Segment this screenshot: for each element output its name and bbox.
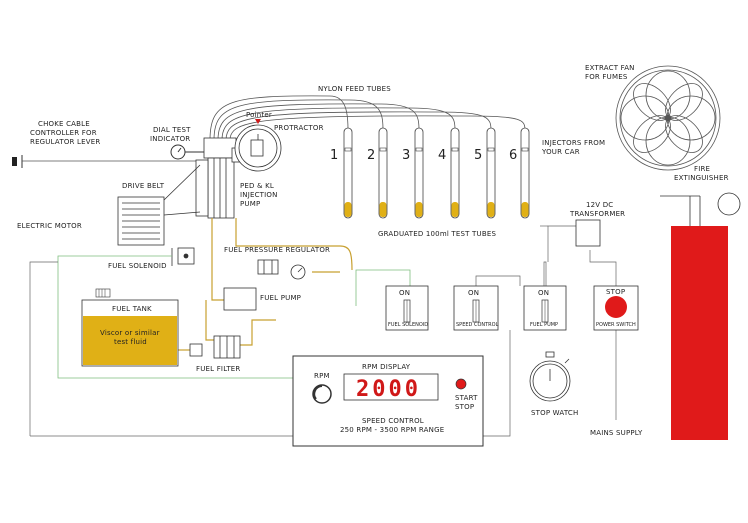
drive-belt-label: DRIVE BELT <box>122 182 165 190</box>
protractor-label: PROTRACTOR <box>274 124 324 132</box>
rpm-value: 2000 <box>356 377 421 402</box>
fuel-tank-label: FUEL TANK <box>112 305 152 313</box>
pressure-regulator-label: FUEL PRESSURE REGULATOR <box>224 246 330 254</box>
pressure-regulator-icon <box>257 259 306 280</box>
transformer-label-1: 12V DC <box>586 201 613 209</box>
test-tube-5 <box>486 127 496 219</box>
stop-label: STOP <box>455 403 474 411</box>
protractor-icon <box>234 124 282 172</box>
switch-fuel-solenoid-label: FUEL SOLENOID <box>388 322 428 328</box>
fuel-tank <box>81 288 179 367</box>
stop-button-label: STOP <box>606 288 625 296</box>
choke-cable-label-2: CONTROLLER FOR <box>30 129 97 137</box>
fuel-pump-label: FUEL PUMP <box>260 294 301 302</box>
electric-motor-label: ELECTRIC MOTOR <box>17 222 82 230</box>
drive-belt <box>163 164 201 216</box>
start-label: START <box>455 394 478 402</box>
fuel-filter-label: FUEL FILTER <box>196 365 241 373</box>
test-tube-2 <box>378 127 388 219</box>
extract-fan-label-1: EXTRACT FAN <box>585 64 635 72</box>
rpm-knob-icon[interactable] <box>312 384 332 404</box>
switch-speed-control-state: ON <box>468 289 479 297</box>
dial-test-label-1: DIAL TEST <box>153 126 191 134</box>
dial-test-label-2: INDICATOR <box>150 135 190 143</box>
switch-fuel-solenoid[interactable] <box>385 285 429 331</box>
stop-watch-icon <box>529 351 571 402</box>
tube-number-3: 3 <box>402 148 410 163</box>
tube-number-5: 5 <box>474 148 482 163</box>
fuel-solenoid-label: FUEL SOLENOID <box>108 262 167 270</box>
switch-speed-control-label: SPEED CONTROL <box>456 322 499 328</box>
tube-number-2: 2 <box>367 148 375 163</box>
nylon-feed-label: NYLON FEED TUBES <box>318 85 391 93</box>
fuel-solenoid-icon <box>171 247 195 266</box>
power-switch-label: POWER SWITCH <box>596 322 636 328</box>
test-tube-4 <box>450 127 460 219</box>
fire-ext-label-1: FIRE <box>694 165 710 173</box>
power-switch[interactable] <box>593 285 639 331</box>
speed-range-label: 250 RPM - 3500 RPM RANGE <box>340 426 444 434</box>
pump-label-1: PED & KL <box>240 182 274 190</box>
switch-fuel-pump-state: ON <box>538 289 549 297</box>
tube-number-1: 1 <box>330 148 338 163</box>
nylon-feed-tubes <box>209 95 526 141</box>
test-tube-6 <box>520 127 530 219</box>
electric-motor-icon <box>117 196 165 246</box>
pump-label-2: INJECTION <box>240 191 278 199</box>
test-tubes-label: GRADUATED 100ml TEST TUBES <box>378 230 496 238</box>
tube-numbers: 1 2 3 4 5 6 <box>330 148 517 163</box>
extract-fan-label-2: FOR FUMES <box>585 73 628 81</box>
tube-number-6: 6 <box>509 148 517 163</box>
switch-fuel-pump-label: FUEL PUMP <box>530 322 558 328</box>
stop-button-icon[interactable] <box>605 296 627 318</box>
start-stop-button[interactable] <box>455 378 467 390</box>
switch-fuel-pump[interactable] <box>523 285 567 331</box>
transformer-icon <box>575 219 601 247</box>
mains-supply-label: MAINS SUPPLY <box>590 429 643 437</box>
stop-watch-label: STOP WATCH <box>531 409 578 417</box>
extract-fan-icon <box>615 65 721 171</box>
test-tube-3 <box>414 127 424 219</box>
choke-cable-label-3: REGULATOR LEVER <box>30 138 100 146</box>
test-tubes <box>343 127 530 219</box>
tank-contents-1: Viscor or similar <box>100 329 160 337</box>
choke-cable <box>12 155 200 168</box>
rpm-knob-label: RPM <box>314 372 330 380</box>
rpm-display-screen <box>343 373 439 401</box>
pump-label-3: PUMP <box>240 200 260 208</box>
choke-cable-label-1: CHOKE CABLE <box>38 120 90 128</box>
dial-indicator-icon <box>170 144 205 160</box>
fire-ext-label-2: EXTINGUISHER <box>674 174 729 182</box>
transformer-label-2: TRANSFORMER <box>569 210 625 218</box>
fuel-filter-icon <box>189 335 241 359</box>
injectors-label-1: INJECTORS FROM <box>542 139 605 147</box>
tube-number-4: 4 <box>438 148 446 163</box>
pointer-label: Pointer <box>246 111 272 119</box>
switch-fuel-solenoid-state: ON <box>399 289 410 297</box>
test-tube-1 <box>343 127 353 219</box>
rpm-display-label: RPM DISPLAY <box>362 363 411 371</box>
fuel-pump-icon <box>223 287 257 311</box>
speed-control-label: SPEED CONTROL <box>362 417 424 425</box>
fuel-lines <box>178 218 353 351</box>
pointer-icon <box>255 119 261 124</box>
fire-extinguisher-icon <box>660 192 741 440</box>
switch-speed-control[interactable] <box>453 285 499 331</box>
tank-contents-2: test fluid <box>114 338 147 346</box>
injectors-label-2: YOUR CAR <box>541 148 580 156</box>
